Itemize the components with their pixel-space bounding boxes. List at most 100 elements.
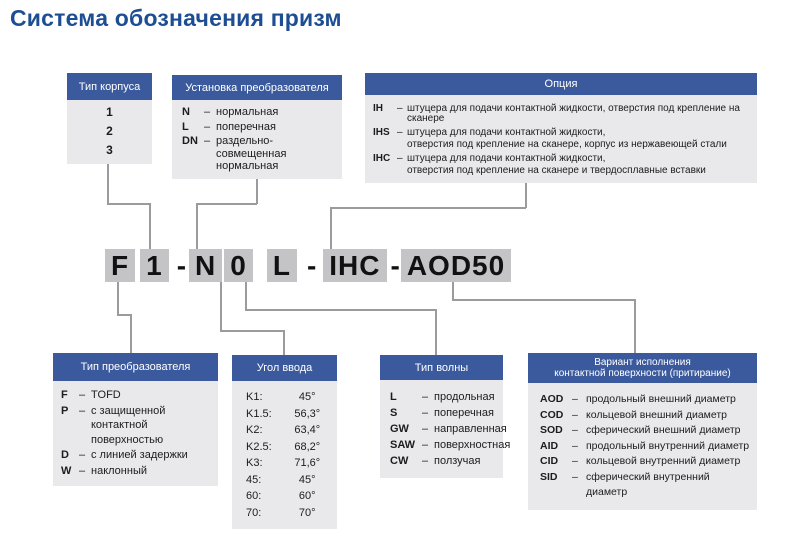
dash-separator: – — [572, 455, 578, 467]
angle-item-label: K1.5: — [246, 407, 272, 420]
dash-separator: – — [422, 439, 429, 451]
dash-separator: – — [79, 404, 86, 417]
connector-line — [117, 282, 119, 315]
angle-item-value: 45° — [298, 391, 316, 403]
dash-separator: – — [204, 135, 211, 147]
code-segment: - — [306, 249, 318, 281]
connector-line — [245, 282, 247, 310]
code-segment: N — [189, 249, 223, 282]
transducer-type-title: Тип преобразователя — [80, 361, 191, 373]
transducer-item: W – наклонный — [61, 464, 212, 479]
connector-line — [220, 282, 222, 331]
dash-separator: – — [397, 127, 403, 138]
install-box: Установка преобразователя N – нормальная… — [172, 75, 342, 179]
code-segment: IHC — [323, 249, 387, 282]
transducer-type-box: Тип преобразователя F – TOFD P – с защищ… — [53, 353, 218, 486]
connector-line — [330, 207, 332, 249]
dash-separator: – — [572, 393, 578, 405]
install-item-desc: нормальная — [216, 106, 279, 118]
wave-type-items: L – продольная S – поперечная GW – напра… — [380, 380, 510, 478]
option-item: IHS – штуцера для подачи контактной жидк… — [373, 128, 751, 150]
option-item-desc: штуцера для подачи контактной жидкости,о… — [407, 127, 727, 150]
angle-item-label: K1: — [246, 391, 263, 403]
angle-item-label: K2.5: — [246, 440, 272, 453]
angle-item: 70: 70° — [246, 505, 327, 522]
dash-separator: – — [572, 424, 578, 436]
option-item-code: IH — [373, 103, 383, 114]
connector-line — [256, 153, 258, 204]
dash-separator: – — [204, 120, 211, 133]
angle-item: K1: 45° — [246, 389, 327, 406]
angle-item-value: 68,2° — [294, 440, 321, 453]
angle-item-value: 70° — [298, 506, 316, 519]
option-item-desc: штуцера для подачи контактной жидкости,о… — [407, 153, 706, 176]
angle-item: K2: 63,4° — [246, 422, 327, 439]
angle-item-value: 56,3° — [294, 407, 321, 420]
connector-line — [330, 207, 526, 209]
install-item: N – нормальная — [182, 106, 336, 119]
code-segment: - — [390, 249, 401, 281]
body-type-header: Тип корпуса — [67, 73, 152, 100]
angle-item-label: 45: — [246, 473, 262, 486]
contact-surface-box: Вариант исполнения контактной поверхност… — [528, 353, 757, 510]
contact-item-desc: сферический внешний диаметр — [586, 424, 741, 436]
code-segment: 0 — [224, 249, 253, 282]
dash-separator: – — [397, 103, 403, 114]
contact-surface-title-line1: Вариант исполнения — [594, 357, 691, 368]
dash-separator: – — [422, 455, 429, 467]
angle-item-value: 45° — [298, 473, 316, 486]
angle-item-label: 70: — [246, 506, 262, 519]
option-title: Опция — [544, 78, 578, 90]
entry-angle-header: Угол ввода — [232, 355, 337, 381]
contact-surface-items: AOD – продольный внешний диаметр COD – к… — [528, 383, 757, 510]
connector-line — [525, 165, 527, 208]
dash-separator: – — [79, 389, 86, 401]
wave-item: S – поперечная — [390, 405, 497, 421]
install-items: N – нормальная L – поперечная DN – разде… — [172, 100, 342, 179]
transducer-item: F – TOFD — [61, 388, 212, 403]
connector-line — [435, 309, 437, 355]
dash-separator: – — [572, 470, 578, 483]
contact-item-code: AOD — [540, 393, 564, 405]
body-type-value: 3 — [106, 143, 113, 157]
entry-angle-box: Угол ввода K1: 45° K1.5: 56,3° K2: 63,4° — [232, 355, 337, 529]
connector-line — [634, 299, 636, 353]
dash-separator: – — [422, 423, 429, 435]
wave-item-desc: поперечная — [434, 407, 494, 419]
angle-item: 60: 60° — [246, 488, 327, 505]
option-item-code: IHS — [373, 127, 390, 138]
connector-line — [149, 203, 151, 249]
code-segment: 1 — [140, 249, 169, 282]
connector-line — [220, 330, 284, 332]
install-item-desc: поперечная — [216, 120, 276, 133]
angle-item-label: K2: — [246, 424, 263, 436]
code-segment: L — [266, 249, 297, 282]
connector-line — [452, 299, 635, 301]
option-box: Опция IH – штуцера для подачи контактной… — [365, 73, 757, 183]
dash-separator: – — [422, 391, 429, 403]
dash-separator: – — [572, 408, 578, 421]
install-item-code: N — [182, 106, 190, 118]
angle-item: K3: 71,6° — [246, 455, 327, 472]
contact-item: SID – сферический внутренний диаметр — [540, 470, 751, 501]
wave-type-box: Тип волны L – продольная S – поперечная … — [380, 355, 510, 478]
wave-item-code: L — [390, 391, 397, 403]
option-item: IH – штуцера для подачи контактной жидко… — [373, 104, 751, 124]
transducer-item-code: F — [61, 389, 68, 401]
dash-separator: – — [422, 407, 429, 419]
option-item-code: IHC — [373, 153, 391, 164]
contact-item-code: AID — [540, 439, 559, 452]
entry-angle-title: Угол ввода — [256, 362, 313, 374]
contact-item-code: CID — [540, 455, 559, 467]
wave-item-desc: продольная — [434, 391, 495, 403]
wave-item-code: S — [390, 407, 398, 419]
wave-item-desc: поверхностная — [434, 439, 511, 451]
angle-item-value: 71,6° — [294, 457, 321, 469]
install-title: Установка преобразователя — [185, 81, 329, 94]
dash-separator: – — [204, 106, 211, 118]
